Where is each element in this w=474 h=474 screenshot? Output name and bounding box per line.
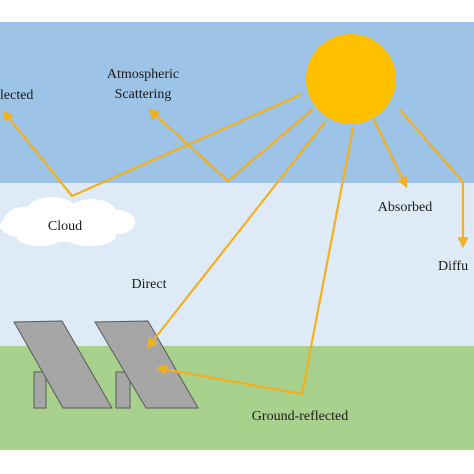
ground-reflected-label: Ground-reflected <box>252 409 348 424</box>
scattering-label-line1: Atmospheric <box>107 67 179 82</box>
diffuse-label: Diffu <box>438 259 468 274</box>
scattering-ray <box>148 108 314 183</box>
direct-label: Direct <box>132 277 167 292</box>
sun <box>306 34 396 124</box>
diffuse-ray <box>398 108 469 249</box>
absorbed-ray <box>372 118 408 188</box>
cloud <box>0 197 135 246</box>
cloud-label: Cloud <box>48 219 82 234</box>
sky-band <box>0 22 474 183</box>
solar-panel-left <box>13 320 113 409</box>
ground-reflected-ray <box>155 126 355 396</box>
absorbed-label: Absorbed <box>378 200 432 215</box>
reflected-label: lected <box>0 88 33 103</box>
direct-ray <box>146 120 327 349</box>
solar-panel-right <box>94 320 199 409</box>
reflected-ray <box>2 93 302 198</box>
scattering-label-line2: Scattering <box>115 87 172 102</box>
